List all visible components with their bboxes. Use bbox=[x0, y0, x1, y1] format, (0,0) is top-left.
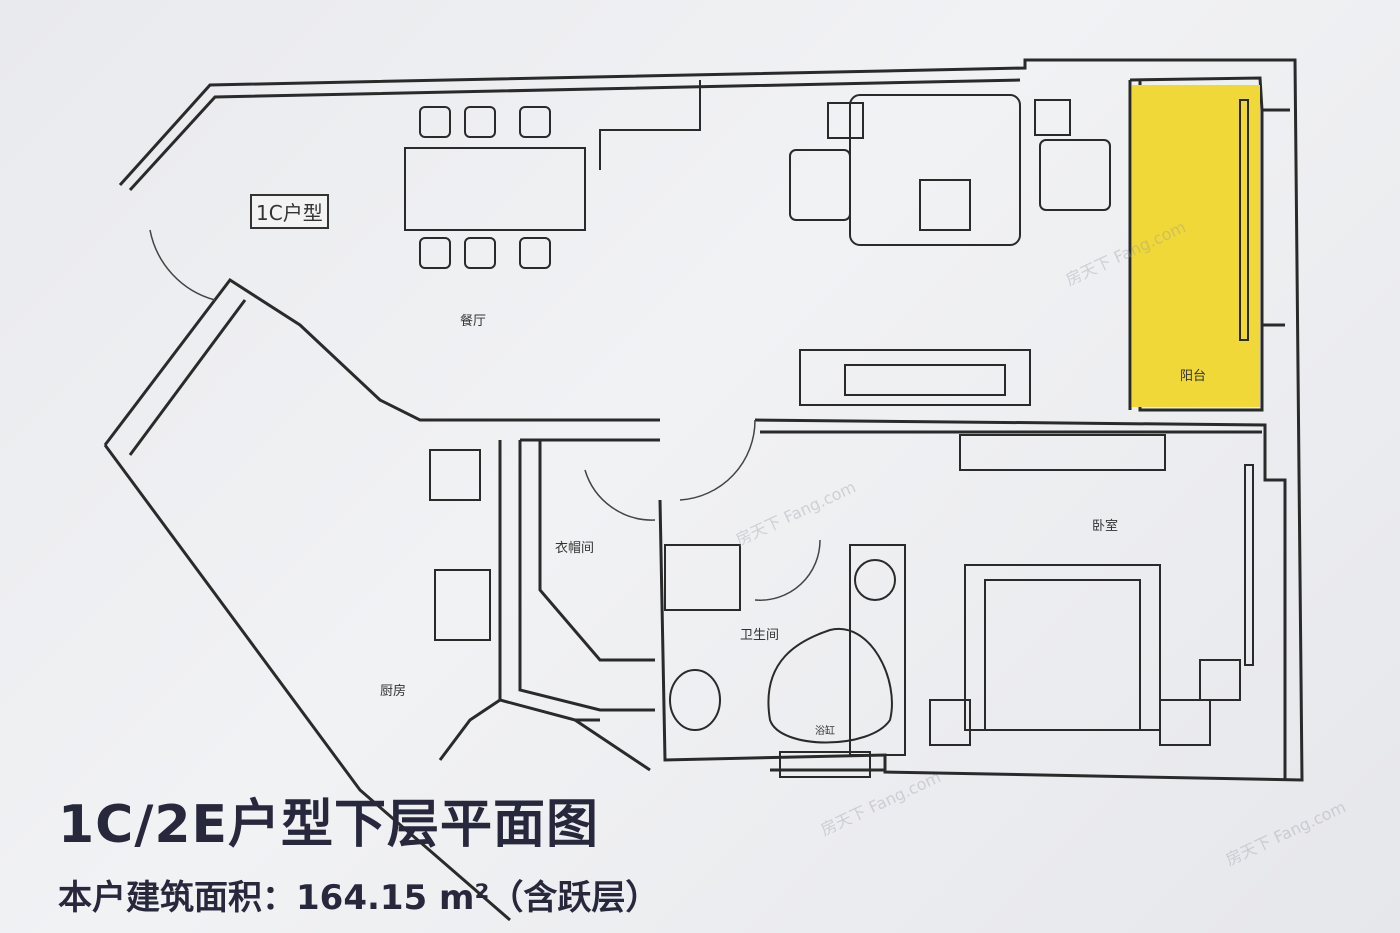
plan-title: 1C/2E户型下层平面图 bbox=[58, 795, 600, 855]
room-label-bedroom: 卧室 bbox=[1092, 519, 1119, 534]
furniture bbox=[404, 80, 1254, 778]
room-label-bathtub: 浴缸 bbox=[815, 726, 835, 737]
room-label-closet: 衣帽间 bbox=[555, 541, 595, 556]
unit-type-tag: 1C户型 bbox=[250, 194, 329, 229]
walls bbox=[103, 58, 1304, 922]
door-swings bbox=[149, 229, 821, 601]
room-label-dining: 餐厅 bbox=[460, 314, 487, 329]
room-label-bathroom: 卫生间 bbox=[740, 628, 780, 643]
room-label-balcony: 阳台 bbox=[1180, 369, 1207, 384]
balcony-area bbox=[1132, 85, 1260, 407]
plan-area: 本户建筑面积：164.15 m²（含跃层） bbox=[58, 878, 660, 918]
room-label-kitchen: 厨房 bbox=[380, 684, 407, 699]
